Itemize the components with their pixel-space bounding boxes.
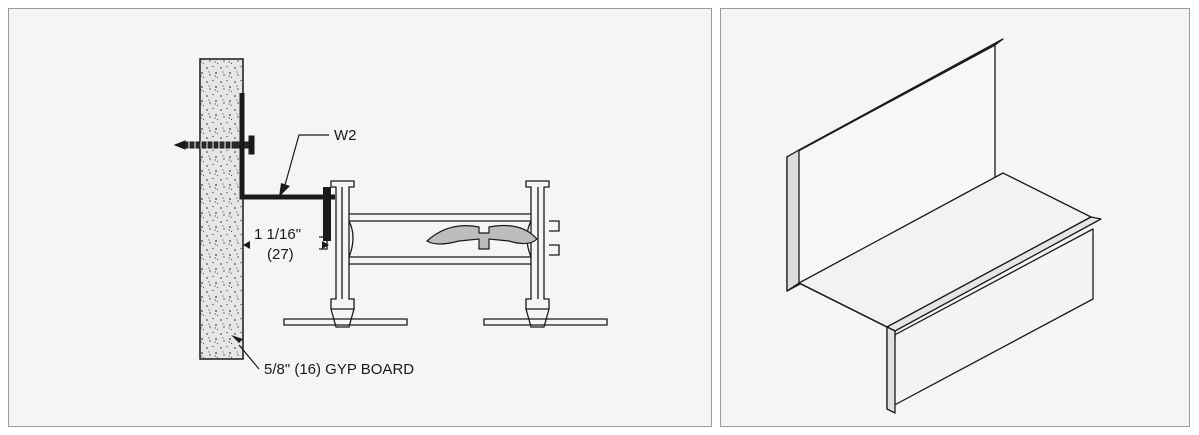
gasket-insert xyxy=(425,224,538,250)
isometric-view-panel xyxy=(720,8,1190,427)
dimension-metric: (27) xyxy=(267,246,294,263)
plan-detail-panel: W2 1 1/16" (27) 5/8" (16) GYP BOARD xyxy=(8,8,712,427)
gyp-board-label: 5/8" (16) GYP BOARD xyxy=(264,361,414,378)
dimension-imperial: 1 1/16" xyxy=(254,226,301,243)
isometric-clip xyxy=(786,38,1102,414)
gyp-board-section xyxy=(199,58,244,360)
aluminum-frame-profile xyxy=(283,180,608,328)
callout-w2: W2 xyxy=(334,127,357,144)
dimension-arrows xyxy=(243,241,329,249)
isometric-drawing xyxy=(786,38,1102,414)
screw-fastener xyxy=(173,135,255,155)
leader-lines xyxy=(238,134,329,370)
w2-clip-angle xyxy=(239,93,335,241)
plan-detail-drawing: W2 1 1/16" (27) 5/8" (16) GYP BOARD xyxy=(173,58,608,378)
